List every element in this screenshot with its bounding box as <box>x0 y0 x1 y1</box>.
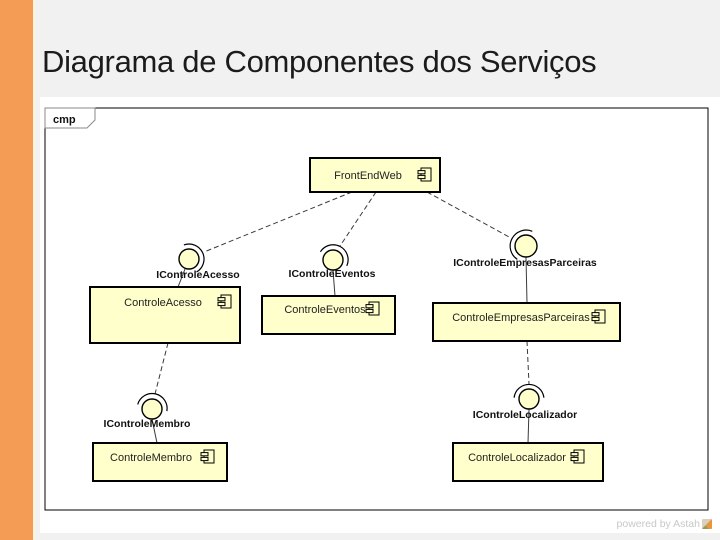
component-icon-part <box>573 449 585 464</box>
interface-label-IControleLocalizador: IControleLocalizador <box>473 409 577 421</box>
connector-ControleAcesso-to-IControleMembro <box>154 342 169 395</box>
component-label-ControleLocalizador: ControleLocalizador <box>468 452 566 464</box>
watermark-text: powered by Astah <box>616 518 700 530</box>
interface-label-IControleEmpresasParceiras: IControleEmpresasParceiras <box>453 257 597 269</box>
connector-FrontEndWeb-to-IControleAcesso <box>203 191 353 253</box>
frame-tab-label: cmp <box>53 114 76 126</box>
component-icon-part <box>220 294 232 309</box>
interface-label-IControleAcesso: IControleAcesso <box>156 269 239 281</box>
connector-IControleLocalizador-to-ControleLocalizador <box>527 408 530 444</box>
component-icon-part <box>570 456 579 462</box>
slide-accent-bar <box>0 0 33 540</box>
connector-FrontEndWeb-to-IControleEventos <box>339 191 377 247</box>
diagram-frame-border <box>44 107 709 511</box>
component-icon-ControleAcesso <box>217 294 232 309</box>
component-icon-part <box>365 304 374 309</box>
slide-accent-stripe <box>33 0 36 540</box>
component-icon-part <box>591 312 600 317</box>
interface-label-IControleMembro: IControleMembro <box>104 418 191 430</box>
component-icon-part <box>200 456 209 462</box>
component-icon-part <box>365 308 374 314</box>
interface-ball-IControleAcesso <box>178 248 200 270</box>
frame-tab <box>44 107 96 129</box>
component-icon-ControleMembro <box>200 449 215 464</box>
astah-logo-icon <box>702 519 712 529</box>
component-box-ControleEmpresasParceiras <box>432 302 621 342</box>
watermark: powered by Astah <box>617 518 712 530</box>
component-label-ControleAcesso: ControleAcesso <box>124 297 202 309</box>
component-icon-ControleEventos <box>365 301 380 316</box>
socket-arc-IControleEventos <box>319 244 349 267</box>
socket-arc-IControleEmpresasParceiras <box>509 229 533 260</box>
socket-arc-IControleMembro <box>137 392 168 412</box>
connector-IControleAcesso-to-ControleAcesso <box>177 268 186 288</box>
component-label-ControleEventos: ControleEventos <box>284 304 366 316</box>
slide-title: Diagrama de Componentes dos Serviços <box>42 44 597 79</box>
interface-ball-IControleMembro <box>141 398 163 420</box>
component-icon-part <box>203 449 215 464</box>
connector-FrontEndWeb-to-IControleEmpresasParceiras <box>426 191 512 239</box>
component-label-FrontEndWeb: FrontEndWeb <box>334 170 402 182</box>
connector-IControleEventos-to-ControleEventos <box>332 269 336 297</box>
interface-label-IControleEventos: IControleEventos <box>289 268 376 280</box>
interface-ball-IControleEmpresasParceiras <box>514 234 538 258</box>
connector-ControleEmpresasParceiras-to-IControleLocalizador <box>526 340 530 385</box>
interface-ball-IControleLocalizador <box>518 388 540 410</box>
component-label-ControleEmpresasParceiras: ControleEmpresasParceiras <box>452 312 590 324</box>
connector-IControleEmpresasParceiras-to-ControleEmpresasParceiras <box>525 256 528 304</box>
component-icon-part <box>217 301 226 307</box>
component-label-ControleMembro: ControleMembro <box>110 452 192 464</box>
component-icon-part <box>200 452 209 457</box>
component-box-ControleMembro <box>92 442 228 482</box>
component-icon-ControleEmpresasParceiras <box>591 309 606 324</box>
component-icon-part <box>570 452 579 457</box>
component-icon-part <box>594 309 606 324</box>
socket-arc-IControleAcesso <box>183 243 205 273</box>
component-icon-part <box>420 167 432 182</box>
component-icon-part <box>417 174 426 180</box>
connector-IControleMembro-to-ControleMembro <box>151 418 158 444</box>
component-icon-part <box>217 297 226 302</box>
interface-ball-IControleEventos <box>322 249 344 271</box>
component-icon-part <box>368 301 380 316</box>
component-icon-part <box>417 170 426 175</box>
component-icon-ControleLocalizador <box>570 449 585 464</box>
component-icon-FrontEndWeb <box>417 167 432 182</box>
component-box-ControleAcesso <box>89 286 241 344</box>
socket-arc-IControleLocalizador <box>513 383 545 398</box>
component-icon-part <box>591 316 600 322</box>
